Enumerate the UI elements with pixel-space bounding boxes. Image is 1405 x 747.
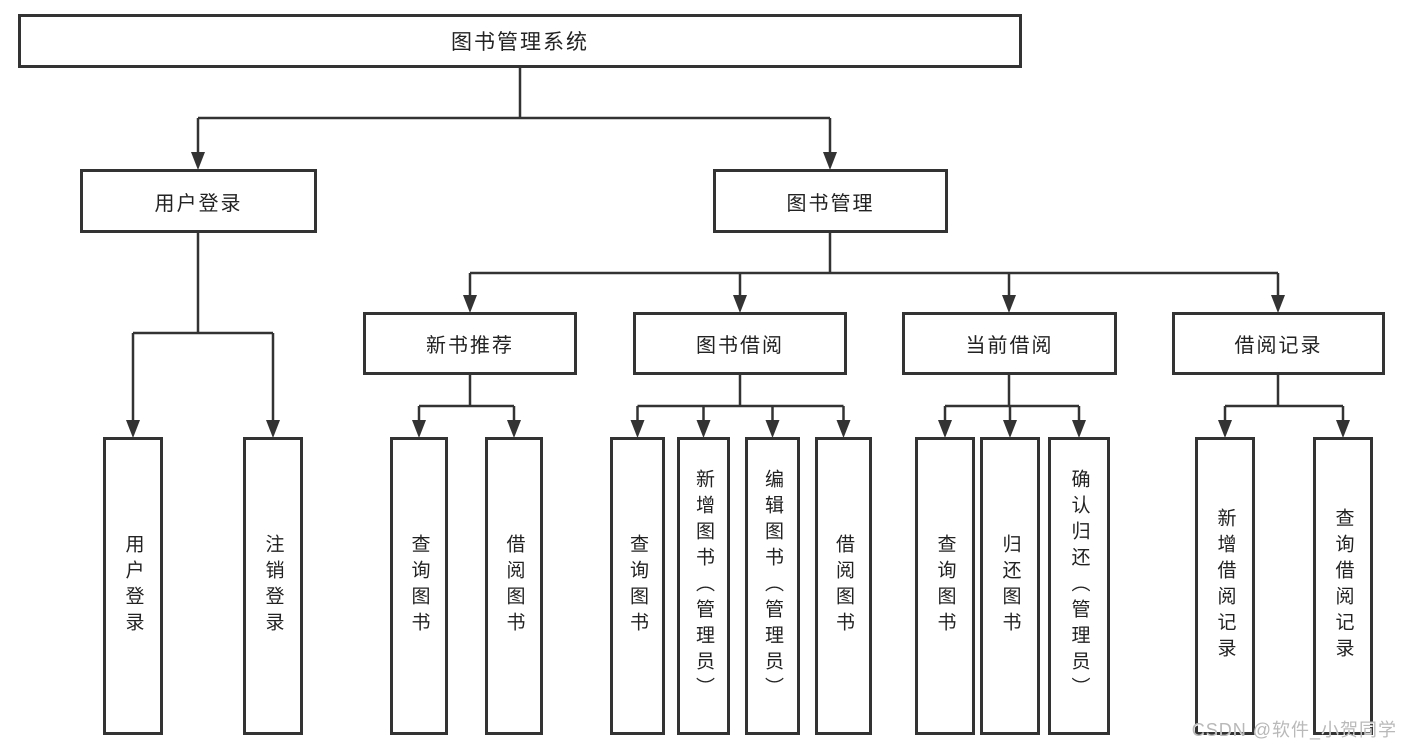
node-current-borrow: 当前借阅 [902, 312, 1117, 375]
leaf-confirm-return-admin: 确认归还（管理员） [1048, 437, 1110, 735]
leaf-add-borrow-record: 新增借阅记录 [1195, 437, 1255, 735]
leaf-logout: 注销登录 [243, 437, 303, 735]
leaf-edit-books-admin: 编辑图书（管理员） [745, 437, 800, 735]
leaf-borrow-books: 借阅图书 [815, 437, 872, 735]
node-borrow-records: 借阅记录 [1172, 312, 1385, 375]
leaf-query-books-recommend: 查询图书 [390, 437, 448, 735]
leaf-user-login: 用户登录 [103, 437, 163, 735]
leaf-query-books-borrow: 查询图书 [610, 437, 665, 735]
leaf-borrow-books-recommend: 借阅图书 [485, 437, 543, 735]
node-book-borrow: 图书借阅 [633, 312, 847, 375]
leaf-query-borrow-record: 查询借阅记录 [1313, 437, 1373, 735]
leaf-add-books-admin: 新增图书（管理员） [677, 437, 730, 735]
leaf-return-books: 归还图书 [980, 437, 1040, 735]
node-new-book-recommend: 新书推荐 [363, 312, 577, 375]
node-library-management-system: 图书管理系统 [18, 14, 1022, 68]
leaf-query-books-current: 查询图书 [915, 437, 975, 735]
node-book-management: 图书管理 [713, 169, 948, 233]
csdn-watermark: CSDN @软件_小贺同学 [1191, 720, 1397, 740]
node-user-login: 用户登录 [80, 169, 317, 233]
